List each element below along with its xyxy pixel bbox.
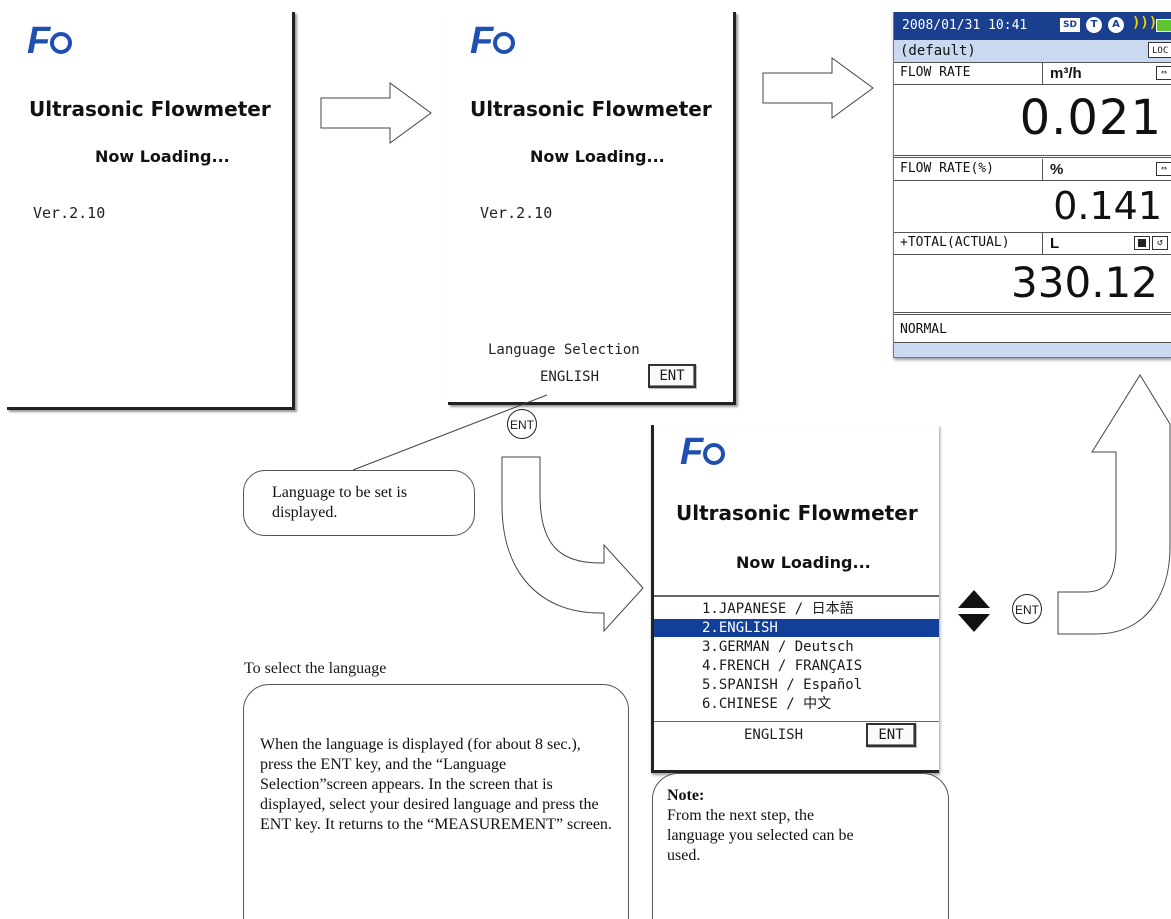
measurement-status: NORMAL bbox=[900, 322, 947, 337]
language-displayed-callout: Language to be set is displayed. bbox=[243, 470, 475, 536]
boot-title: Ultrasonic Flowmeter bbox=[29, 97, 271, 121]
language-title: Ultrasonic Flowmeter bbox=[470, 97, 712, 121]
select-language-text: When the language is displayed (for abou… bbox=[260, 736, 612, 833]
fuji-logo: F bbox=[27, 20, 73, 63]
ent-key-icon: ENT bbox=[1012, 594, 1042, 624]
flow-rate-pct-value-area: 0.141 bbox=[894, 180, 1171, 233]
selection-title: Ultrasonic Flowmeter bbox=[676, 501, 918, 525]
right-arrow-icon bbox=[320, 82, 432, 144]
flow-rate-label: FLOW RATE bbox=[900, 65, 971, 80]
total-value: 330.12 bbox=[1011, 258, 1158, 307]
measurement-screen: 2008/01/31 10:41 SD T A ))) (default) LO… bbox=[893, 12, 1171, 358]
language-option[interactable]: 6.CHINESE / 中文 bbox=[702, 696, 832, 712]
flow-rate-value: 0.021 bbox=[1019, 90, 1162, 146]
language-option[interactable]: 5.SPANISH / Español bbox=[702, 677, 863, 693]
signal-wave-icon: ))) bbox=[1132, 15, 1158, 31]
note-callout: Note: From the next step, the language y… bbox=[652, 773, 949, 919]
reset-icon[interactable]: ↺ bbox=[1152, 236, 1168, 250]
swap-arrow-icon[interactable]: ⇔ bbox=[1156, 66, 1171, 80]
language-selection-screen: F Ultrasonic Flowmeter Now Loading... 1.… bbox=[651, 425, 939, 773]
note-text: From the next step, the language you sel… bbox=[667, 807, 854, 864]
boot-loading-text: Now Loading... bbox=[95, 147, 230, 166]
auto-icon: A bbox=[1108, 17, 1124, 33]
curved-up-arrow-icon bbox=[1057, 374, 1171, 635]
language-preview-screen: F Ultrasonic Flowmeter Now Loading... Ve… bbox=[448, 12, 736, 405]
curved-down-right-arrow-icon bbox=[501, 456, 644, 633]
select-language-callout: When the language is displayed (for abou… bbox=[243, 684, 629, 919]
select-language-heading: To select the language bbox=[244, 660, 387, 677]
fuji-logo: F bbox=[680, 431, 726, 474]
ent-key-icon: ENT bbox=[507, 409, 537, 439]
selection-loading-text: Now Loading... bbox=[736, 553, 871, 572]
language-option[interactable]: 3.GERMAN / Deutsch bbox=[702, 639, 854, 655]
language-list: 1.JAPANESE / 日本語 2.ENGLISH 3.GERMAN / De… bbox=[654, 595, 939, 722]
transmit-icon: T bbox=[1086, 17, 1102, 33]
datetime: 2008/01/31 10:41 bbox=[902, 18, 1028, 33]
flow-rate-pct-value: 0.141 bbox=[1053, 184, 1162, 228]
total-value-area: 330.12 bbox=[894, 254, 1171, 315]
total-unit: L bbox=[1050, 235, 1060, 252]
flow-rate-value-area: 0.021 bbox=[894, 84, 1171, 158]
flow-rate-unit: m³/h bbox=[1050, 65, 1082, 82]
flow-rate-pct-label: FLOW RATE(%) bbox=[900, 161, 994, 176]
right-arrow-icon bbox=[762, 57, 874, 119]
lock-button[interactable]: LOC bbox=[1148, 42, 1171, 58]
language-loading-text: Now Loading... bbox=[530, 147, 665, 166]
profile-name: (default) bbox=[900, 43, 976, 59]
language-selection-label: Language Selection bbox=[488, 342, 640, 358]
language-version: Ver.2.10 bbox=[480, 204, 553, 222]
sd-card-icon: SD bbox=[1060, 18, 1080, 32]
up-down-arrows-icon bbox=[958, 590, 990, 632]
selection-current-language: ENGLISH bbox=[744, 727, 804, 743]
current-language-text: ENGLISH bbox=[540, 369, 600, 385]
language-option-selected[interactable]: 2.ENGLISH bbox=[654, 619, 939, 637]
language-option[interactable]: 1.JAPANESE / 日本語 bbox=[702, 601, 854, 617]
fuji-logo: F bbox=[470, 20, 516, 63]
stop-icon[interactable] bbox=[1134, 236, 1150, 250]
status-row: NORMAL bbox=[894, 316, 1171, 342]
language-displayed-text: Language to be set is displayed. bbox=[272, 484, 408, 521]
swap-arrow-icon[interactable]: ⇔ bbox=[1156, 162, 1171, 176]
battery-icon bbox=[1156, 19, 1171, 32]
boot-version: Ver.2.10 bbox=[33, 204, 106, 222]
note-heading: Note: bbox=[667, 787, 705, 804]
boot-screen: F Ultrasonic Flowmeter Now Loading... Ve… bbox=[7, 12, 295, 410]
ent-button[interactable]: ENT bbox=[648, 364, 696, 388]
profile-row: (default) LOC bbox=[894, 40, 1171, 63]
flow-rate-pct-header: FLOW RATE(%) % ⇔ bbox=[894, 159, 1171, 181]
flow-rate-header: FLOW RATE m³/h ⇔ bbox=[894, 63, 1171, 85]
ent-button[interactable]: ENT bbox=[866, 723, 916, 747]
language-option[interactable]: 4.FRENCH / FRANÇAIS bbox=[702, 658, 863, 674]
flow-rate-pct-unit: % bbox=[1050, 161, 1064, 178]
total-header: +TOTAL(ACTUAL) L ↺ bbox=[894, 233, 1171, 255]
total-label: +TOTAL(ACTUAL) bbox=[900, 235, 1010, 250]
status-bar: 2008/01/31 10:41 SD T A ))) bbox=[894, 12, 1171, 40]
